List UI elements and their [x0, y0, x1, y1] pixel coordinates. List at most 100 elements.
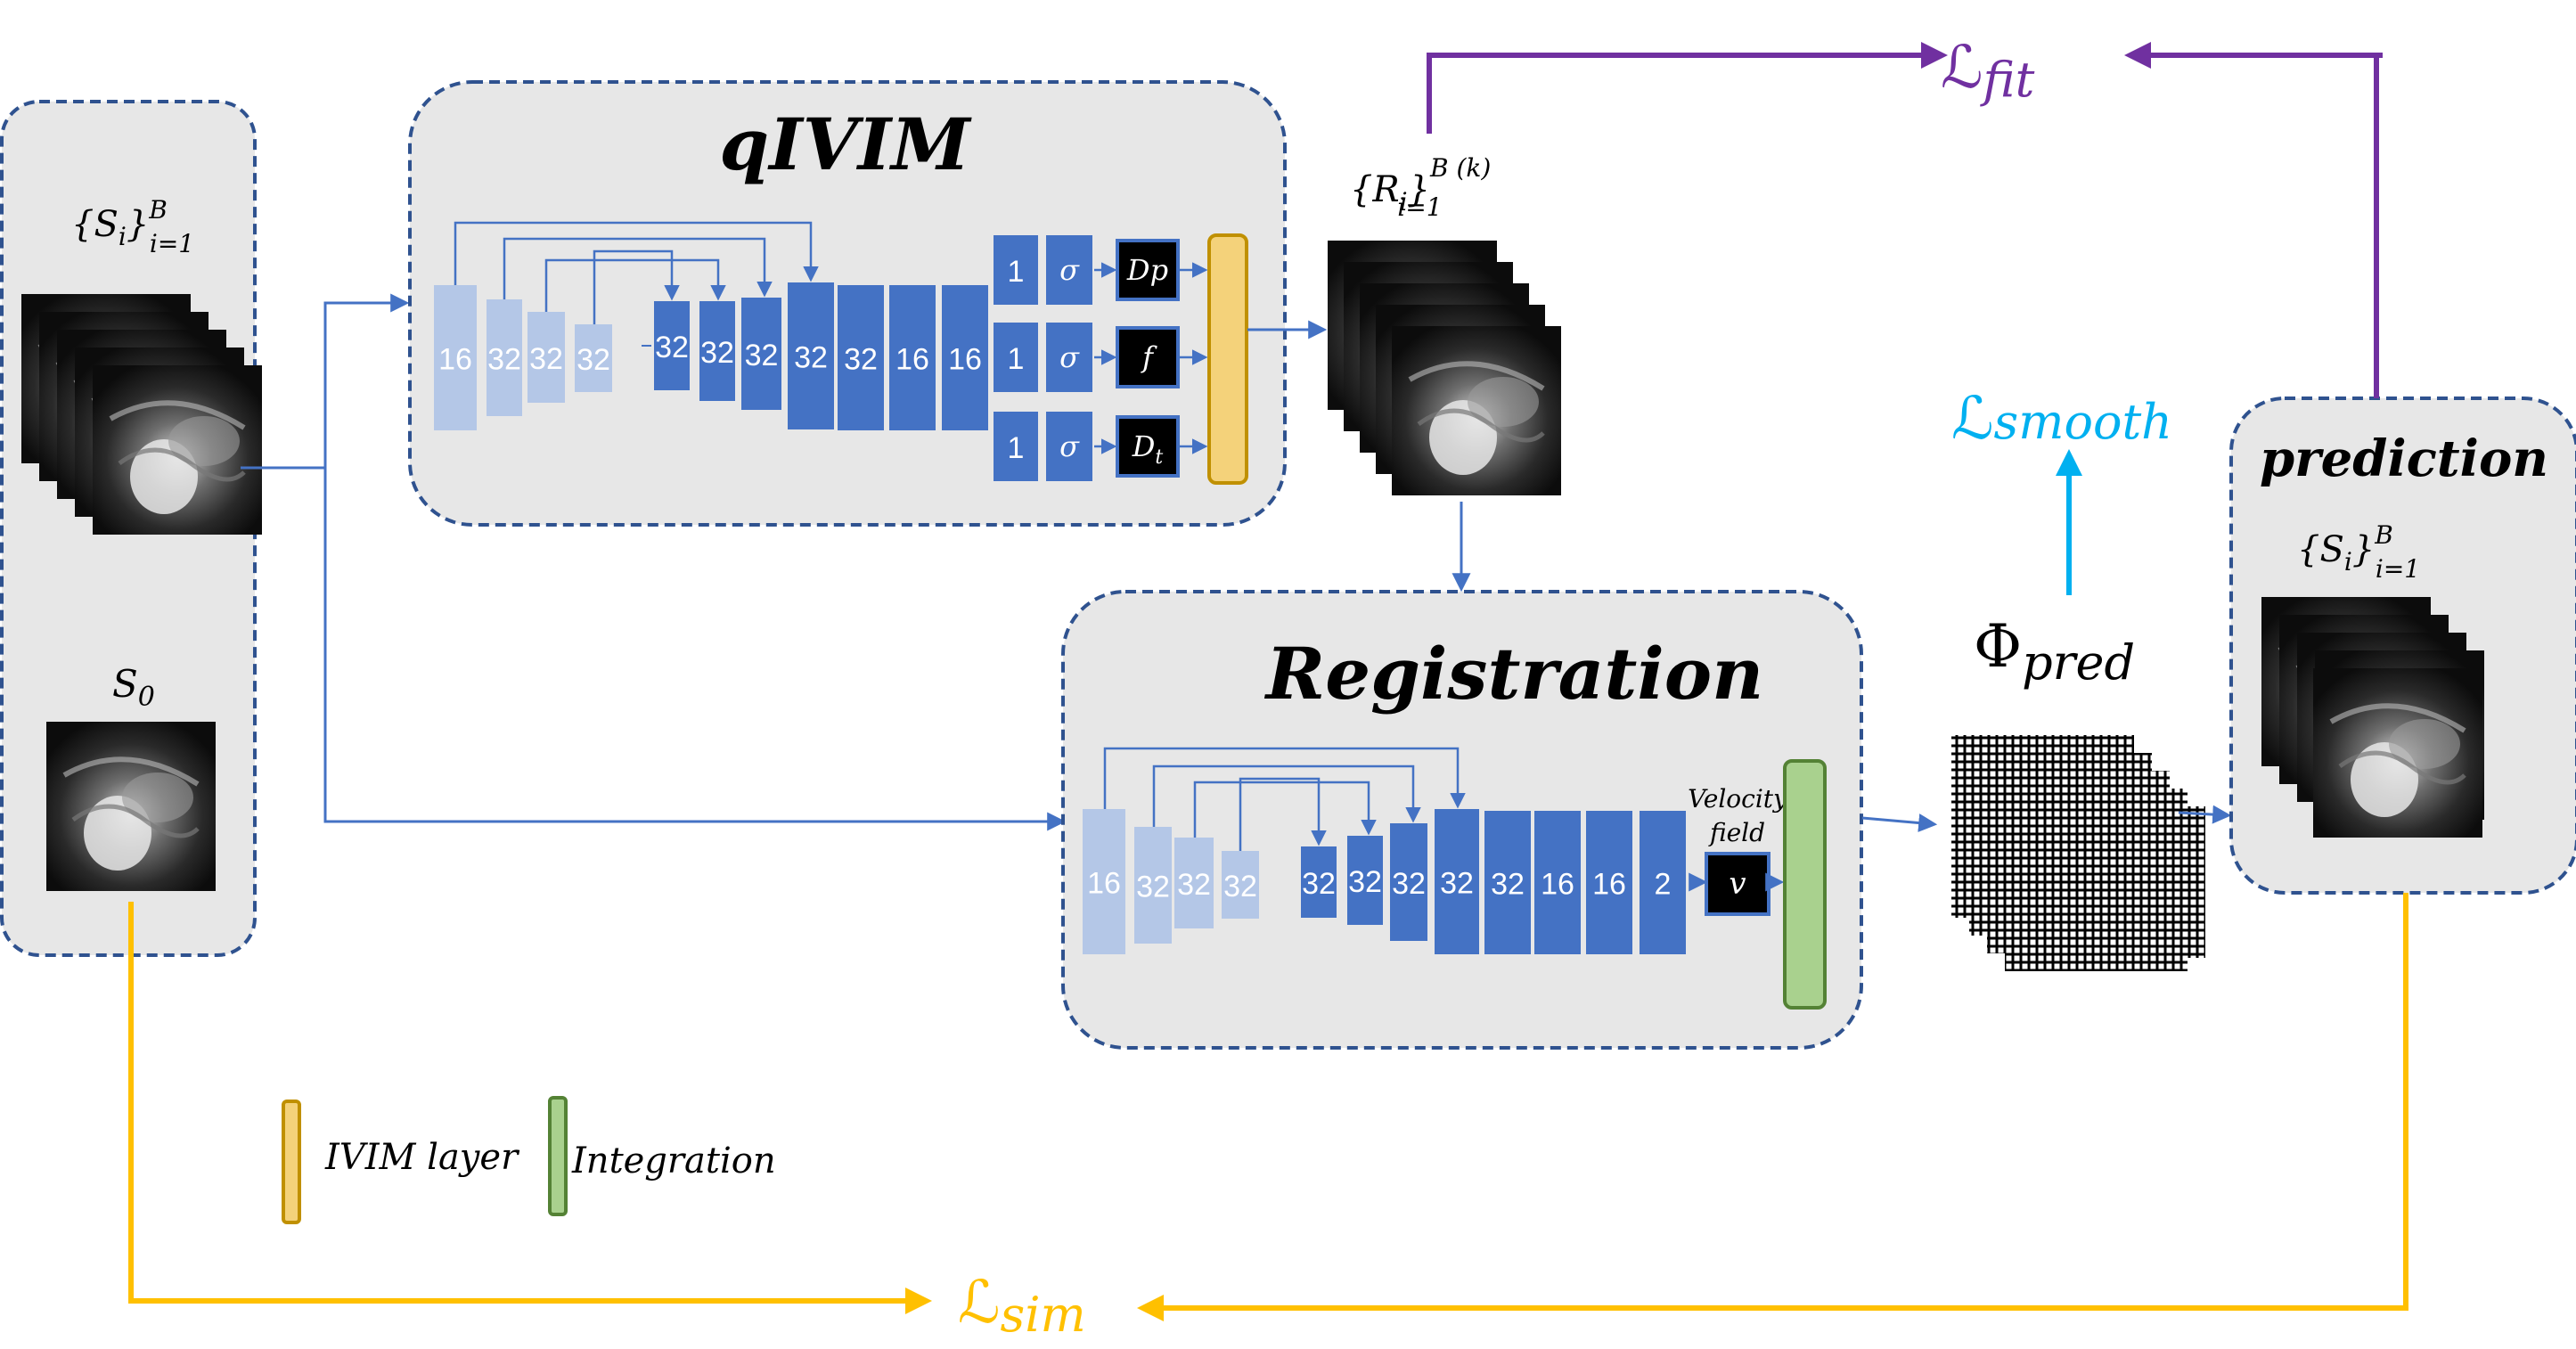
qivim-skip-connection [593, 249, 680, 324]
qivim-decoder-label: 32 [655, 331, 689, 364]
registration-decoder-label: 16 [1592, 868, 1626, 902]
head-param-box [1116, 239, 1180, 301]
qivim-title: qIVIM [719, 102, 972, 186]
head-sigma-block [1046, 323, 1092, 392]
qivim-encoder-block [487, 299, 522, 416]
registration-skip-connection [1152, 764, 1421, 827]
fit-arrow-left [1427, 42, 1948, 134]
registration-decoder-label: 32 [1348, 865, 1382, 899]
registration-encoder-label: 32 [1223, 870, 1257, 903]
registration-skip-connection [1103, 747, 1466, 809]
registration-output-arrow [1861, 813, 1938, 832]
recon-image-stack [1328, 241, 1561, 495]
head-sigma-label: σ [1059, 253, 1080, 287]
qivim-decoder-label: 32 [745, 339, 779, 372]
head-sigma-label: σ [1059, 340, 1080, 374]
qivim-encoder-label: 32 [529, 342, 563, 376]
qivim-encoder-label: 16 [438, 343, 472, 377]
qivim-encoder-block [575, 324, 612, 392]
head-one-block [994, 235, 1038, 305]
registration-skip-connection [1193, 781, 1377, 838]
registration-encoder-block [1134, 827, 1172, 944]
registration-encoder-block [1174, 838, 1214, 928]
qivim-decoder-label: 32 [844, 343, 878, 377]
phi-to-prediction-arrow [2178, 805, 2232, 824]
qivim-skip-connection [503, 237, 773, 299]
integration-block [1783, 759, 1827, 1010]
head-sigma-block [1046, 235, 1092, 305]
head-param-box [1116, 415, 1180, 478]
registration-encoder-label: 32 [1177, 868, 1211, 902]
legend-integration-label: Integration [571, 1141, 776, 1181]
s0-image [46, 722, 216, 891]
head-one-label: 1 [1008, 431, 1025, 465]
registration-title: Registration [1264, 632, 1764, 715]
qivim-skip-connection [544, 258, 726, 312]
qivim-encoder-label: 32 [487, 343, 521, 377]
registration-skip-connection [1239, 777, 1327, 851]
deformation-field-stack [1951, 735, 2205, 971]
prediction-title: prediction [2260, 429, 2548, 488]
head-sigma-block [1046, 412, 1092, 481]
qivim-decoder-label: 16 [895, 343, 929, 377]
registration-decoder-block [1484, 811, 1531, 954]
velocity-field-label-2: field [1708, 818, 1765, 847]
smooth-loss-label: ℒsmooth [1951, 384, 2172, 453]
input-image-stack [21, 294, 262, 535]
qivim-decoder-label: 32 [794, 341, 828, 375]
registration-encoder-block [1222, 851, 1259, 919]
qivim-encoder-label: 32 [577, 343, 610, 377]
sim-arrow-right [1137, 893, 2408, 1321]
qivim-decoder-block [699, 301, 735, 401]
legend-ivim-swatch [282, 1100, 301, 1224]
head-param-label: Dp [1126, 253, 1168, 287]
qivim-decoder-block [654, 301, 690, 390]
qivim-decoder-block [889, 285, 936, 430]
velocity-symbol: v [1729, 866, 1746, 902]
registration-decoder-label: 32 [1440, 867, 1474, 901]
qivim-decoder-label: 16 [948, 343, 982, 377]
sim-loss-label: ℒsim [958, 1268, 1086, 1343]
registration-encoder-block [1083, 809, 1125, 954]
head-one-label: 1 [1008, 342, 1025, 376]
legend-integration-swatch [548, 1096, 568, 1216]
registration-decoder-label: 2 [1655, 868, 1672, 902]
qivim-decoder-block [942, 285, 988, 430]
head-one-block [994, 412, 1038, 481]
head-param-box [1116, 326, 1180, 388]
registration-decoder-label: 32 [1392, 867, 1426, 901]
fit-arrow-right-line [2374, 53, 2383, 398]
fit-loss-label: ℒfit [1941, 33, 2035, 108]
registration-decoder-block [1390, 823, 1427, 941]
qivim-decoder-block [838, 285, 884, 430]
head-one-label: 1 [1008, 255, 1025, 289]
input-connectors [241, 293, 1067, 831]
registration-decoder-block [1640, 811, 1686, 954]
ivim-layer-block [1207, 233, 1248, 485]
head-one-block [994, 323, 1038, 392]
velocity-field-label-1: Velocity [1688, 784, 1788, 813]
recon-series-label: {Ri}B (k)i=1 [1350, 153, 1491, 222]
legend-ivim-label: IVIM layer [324, 1137, 520, 1178]
registration-decoder-label: 32 [1491, 868, 1525, 902]
qivim-decoder-block [788, 282, 834, 429]
qivim-encoder-block [527, 312, 565, 403]
registration-decoder-block [1586, 811, 1632, 954]
qivim-decoder-label: 32 [700, 336, 734, 370]
registration-decoder-block [1534, 811, 1581, 954]
sim-arrow-left [128, 902, 932, 1314]
qivim-skip-connection [454, 221, 819, 285]
head-param-label: Dt [1132, 429, 1164, 469]
qivim-decoder-block [741, 298, 781, 410]
registration-decoder-label: 32 [1302, 867, 1336, 901]
s0-label: S0 [112, 662, 155, 713]
registration-decoder-block [1301, 846, 1337, 918]
qivim-encoder-block [434, 285, 477, 430]
registration-encoder-label: 32 [1136, 871, 1170, 904]
registration-encoder-label: 16 [1087, 867, 1121, 901]
